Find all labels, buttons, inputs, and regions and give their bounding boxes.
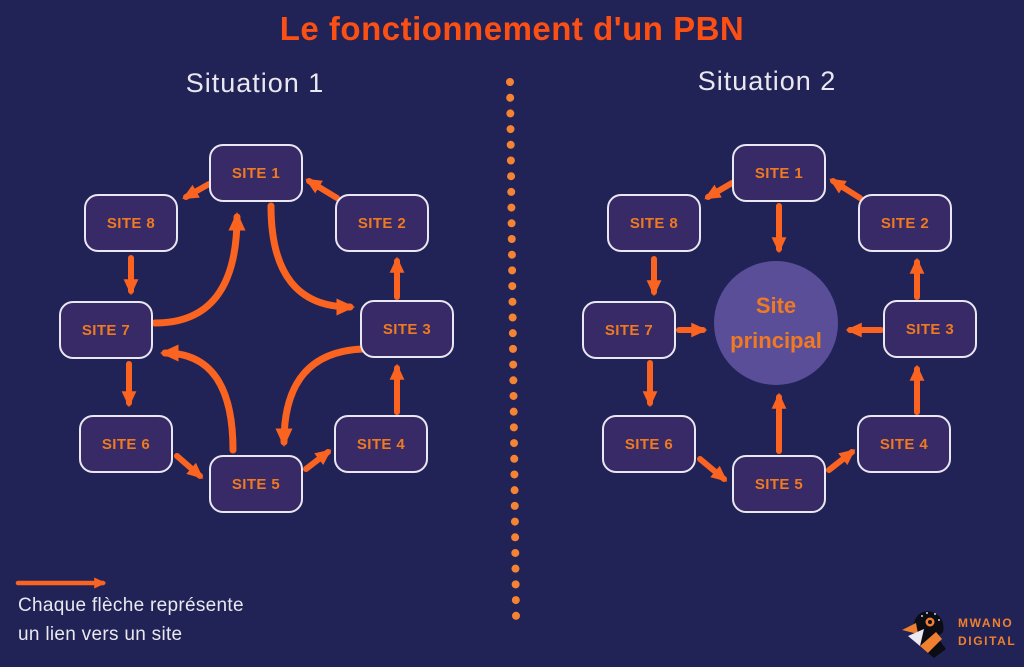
s2-site-5-box: SITE 5 xyxy=(732,455,826,513)
s1-site-5-box: SITE 5 xyxy=(209,455,303,513)
s1-site-1-box: SITE 1 xyxy=(209,144,303,202)
s1-site-4-box: SITE 4 xyxy=(334,415,428,473)
legend: Chaque flèche représente un lien vers un… xyxy=(18,592,244,649)
s1-arrow-site5-to-site4 xyxy=(303,449,332,472)
s1-curve-site1-to-site3 xyxy=(267,202,356,316)
divider-dotted-line xyxy=(506,78,520,620)
s1-arrow-site2-to-site1 xyxy=(305,178,340,201)
s1-site-7-box: SITE 7 xyxy=(59,301,153,359)
page-title: Le fonctionnement d'un PBN xyxy=(279,10,745,47)
situation2-header: Situation 2 xyxy=(697,66,837,96)
s2-arrow-site5-to-site4 xyxy=(826,449,856,473)
site-principal-label-line2: principal xyxy=(730,328,822,353)
legend-text-line2: un lien vers un site xyxy=(18,623,183,645)
s2-arrow-site2-to-site1 xyxy=(829,178,863,201)
s1-curve-site7-to-site1 xyxy=(151,211,246,327)
s2-site-6-box: SITE 6 xyxy=(602,415,696,473)
logo-text-line2: DIGITAL xyxy=(958,634,1017,648)
mwano-digital-logo: MWANO DIGITAL xyxy=(900,606,1016,658)
s2-arrow-site6-to-site5 xyxy=(697,456,728,482)
site-principal-circle: Site principal xyxy=(714,261,838,385)
s2-site-8-box: SITE 8 xyxy=(607,194,701,252)
s2-arrow-site1-to-site8 xyxy=(704,180,735,200)
logo-text: MWANO DIGITAL xyxy=(958,614,1016,650)
bird-logo-icon xyxy=(902,611,946,658)
s1-site-2-box: SITE 2 xyxy=(335,194,429,252)
s1-arrow-site6-to-site5 xyxy=(174,453,204,479)
s2-site-4-box: SITE 4 xyxy=(857,415,951,473)
s1-curve-site5-to-site7 xyxy=(159,344,237,454)
site-principal-label-line1: Site xyxy=(755,292,797,318)
s1-arrow-site1-to-site8 xyxy=(182,181,212,200)
logo-text-line1: MWANO xyxy=(958,616,1014,630)
s1-site-6-box: SITE 6 xyxy=(79,415,173,473)
legend-text-line1: Chaque flèche représente xyxy=(18,595,244,616)
s1-site-8-box: SITE 8 xyxy=(84,194,178,252)
s1-curve-site3-to-site5 xyxy=(275,345,367,448)
s2-site-1-box: SITE 1 xyxy=(732,144,826,202)
s1-site-3-box: SITE 3 xyxy=(360,300,454,358)
s2-site-3-box: SITE 3 xyxy=(883,300,977,358)
situation1-header: Situation 1 xyxy=(185,68,325,98)
s2-site-2-box: SITE 2 xyxy=(858,194,952,252)
s2-site-7-box: SITE 7 xyxy=(582,301,676,359)
